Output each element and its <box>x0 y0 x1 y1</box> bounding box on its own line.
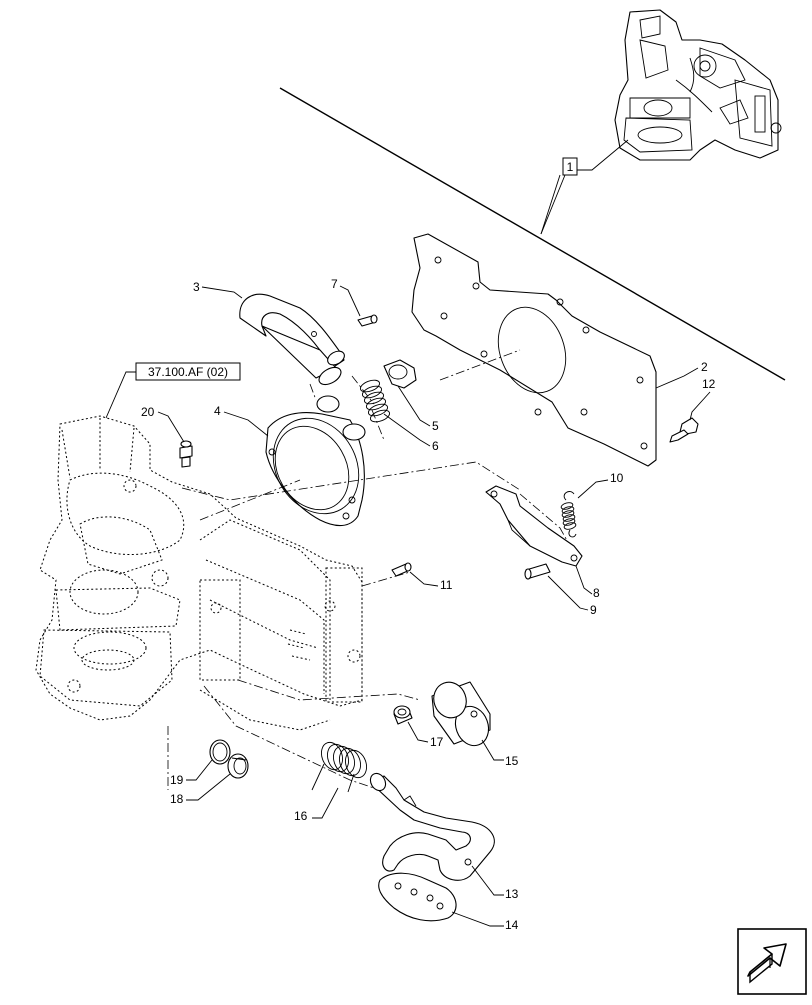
callout-17: 17 <box>407 721 444 749</box>
callout-3: 3 <box>193 280 243 299</box>
svg-text:37.100.AF (02): 37.100.AF (02) <box>148 365 228 379</box>
callout-6: 6 <box>383 413 439 453</box>
compression-springs <box>359 379 391 423</box>
svg-text:2: 2 <box>701 360 708 374</box>
svg-text:20: 20 <box>141 405 155 419</box>
roll-pin-small <box>357 314 378 327</box>
callout-20: 20 <box>141 405 185 443</box>
mounting-plate <box>411 233 657 467</box>
section-line <box>279 87 786 381</box>
bent-lock-pin <box>239 293 345 386</box>
latch-lever <box>485 485 583 567</box>
torsion-spring <box>311 741 367 793</box>
callout-12: 12 <box>689 377 716 421</box>
callout-16: 16 <box>294 787 339 823</box>
hitch-housing-phantom <box>35 415 363 731</box>
callout-5: 5 <box>397 385 439 433</box>
svg-text:17: 17 <box>430 735 444 749</box>
overview-assembly-drawing <box>614 9 782 161</box>
svg-text:13: 13 <box>505 887 519 901</box>
bushing <box>393 705 413 725</box>
svg-text:7: 7 <box>331 277 338 291</box>
pivot-pin <box>524 563 551 580</box>
callout-7: 7 <box>331 277 361 317</box>
callout-9: 9 <box>547 575 597 617</box>
svg-text:16: 16 <box>294 809 308 823</box>
callout-14: 14 <box>451 911 519 932</box>
callout-19: 19 <box>170 759 213 787</box>
callout-10: 10 <box>577 471 624 499</box>
svg-text:9: 9 <box>590 603 597 617</box>
svg-text:19: 19 <box>170 773 184 787</box>
callout-13: 13 <box>471 865 519 901</box>
seal-ring <box>227 753 249 779</box>
svg-text:15: 15 <box>505 754 519 768</box>
svg-text:4: 4 <box>214 404 221 418</box>
callout-15: 15 <box>481 739 519 768</box>
svg-text:10: 10 <box>610 471 624 485</box>
svg-text:5: 5 <box>432 419 439 433</box>
handle-grip <box>378 872 457 922</box>
shaft <box>431 681 491 747</box>
svg-text:11: 11 <box>440 578 453 592</box>
roll-pin <box>391 562 412 577</box>
svg-text:3: 3 <box>193 280 200 294</box>
release-handle <box>369 772 495 881</box>
svg-text:8: 8 <box>593 586 600 600</box>
bolt <box>669 417 699 443</box>
callout-2: 2 <box>655 360 708 389</box>
callout-8: 8 <box>575 565 600 600</box>
grease-nipple <box>179 440 193 468</box>
svg-text:12: 12 <box>702 377 716 391</box>
svg-text:1: 1 <box>567 160 574 174</box>
spring-cap <box>383 359 417 389</box>
next-page-arrow-icon[interactable] <box>737 928 807 995</box>
callout-11: 11 <box>409 571 453 592</box>
tension-spring <box>560 491 577 538</box>
guide-ring <box>265 395 366 527</box>
o-ring <box>209 739 231 765</box>
svg-text:14: 14 <box>505 918 519 932</box>
callout-1: 1 <box>540 139 629 235</box>
svg-text:18: 18 <box>170 792 184 806</box>
callout-4: 4 <box>214 404 269 437</box>
reference-box: 37.100.AF (02) <box>105 362 241 419</box>
callout-18: 18 <box>170 773 231 806</box>
svg-text:6: 6 <box>432 439 439 453</box>
